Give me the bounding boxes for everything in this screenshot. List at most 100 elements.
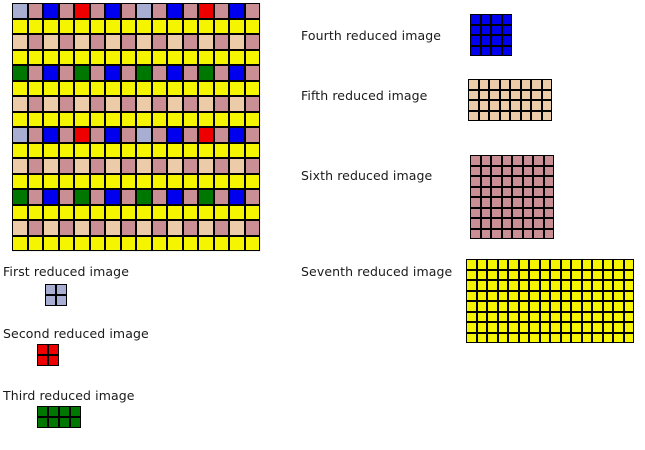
seventh-reduced-cell [571,301,582,312]
mosaic-cell [43,158,59,174]
third-reduced-cell [37,417,48,428]
mosaic-cell [151,173,167,189]
seventh-reduced-cell [476,290,487,301]
mosaic-cell [244,3,260,19]
mosaic-cell [27,189,43,205]
mosaic-cell [43,34,59,50]
mosaic-cell [167,142,183,158]
fifth-reduced-cell [489,89,500,100]
seventh-reduced-cell [550,322,561,333]
mosaic-cell [213,111,229,127]
seventh-reduced-cell [581,301,592,312]
sixth-reduced-cell [533,186,544,197]
fourth-reduced-cell [480,35,491,46]
seventh-reduced-cell [508,290,519,301]
seventh-reduced-cell [560,280,571,291]
fifth-reduced-image-grid [468,79,552,121]
mosaic-cell [89,96,105,112]
fourth-reduced-cell [501,24,512,35]
seventh-reduced-cell [476,301,487,312]
seventh-reduced-cell [476,311,487,322]
mosaic-cell [120,111,136,127]
fifth-reduced-cell [478,100,489,111]
seventh-reduced-cell [497,322,508,333]
mosaic-cell [74,220,90,236]
mosaic-cell [74,96,90,112]
mosaic-cell [43,204,59,220]
sixth-reduced-cell [491,176,502,187]
mosaic-cell [89,3,105,19]
mosaic-cell [58,96,74,112]
seventh-reduced-cell [581,280,592,291]
mosaic-cell [12,189,28,205]
seventh-reduced-cell [550,332,561,343]
seventh-reduced-cell [466,259,477,270]
seventh-reduced-cell [581,322,592,333]
mosaic-cell [167,204,183,220]
mosaic-cell [136,65,152,81]
mosaic-cell [182,235,198,251]
mosaic-cell [182,65,198,81]
sixth-reduced-cell [480,228,491,239]
mosaic-cell [74,18,90,34]
seventh-reduced-cell [571,322,582,333]
mosaic-cell [74,3,90,19]
seventh-reduced-cell [613,311,624,322]
mosaic-cell [89,142,105,158]
mosaic-cell [58,18,74,34]
seventh-reduced-cell [529,269,540,280]
mosaic-cell [213,127,229,143]
sixth-reduced-cell [522,176,533,187]
sixth-reduced-cell [480,155,491,166]
fifth-reduced-cell [489,110,500,121]
sixth-reduced-cell [522,155,533,166]
fifth-reduced-cell [510,79,521,90]
mosaic-cell [244,127,260,143]
mosaic-cell [105,3,121,19]
mosaic-cell [58,127,74,143]
seventh-reduced-cell [518,269,529,280]
mosaic-cell [89,173,105,189]
second-reduced-image-grid [37,344,59,366]
mosaic-cell [182,127,198,143]
mosaic-cell [151,189,167,205]
mosaic-cell [213,49,229,65]
sixth-reduced-cell [470,197,481,208]
sixth-reduced-cell [470,207,481,218]
seventh-reduced-cell [623,322,634,333]
seventh-reduced-cell [571,269,582,280]
fourth-reduced-cell [470,45,481,56]
sixth-reduced-cell [543,186,554,197]
seventh-reduced-cell [592,290,603,301]
mosaic-cell [120,158,136,174]
seventh-reduced-cell [518,311,529,322]
mosaic-cell [198,142,214,158]
sixth-reduced-cell [512,155,523,166]
seventh-reduced-cell [497,311,508,322]
seventh-reduced-cell [518,259,529,270]
seventh-reduced-cell [550,290,561,301]
first-reduced-cell [45,284,56,295]
fourth-reduced-cell [501,45,512,56]
sixth-reduced-cell [512,165,523,176]
mosaic-cell [244,65,260,81]
seventh-reduced-cell [560,332,571,343]
mosaic-cell [120,127,136,143]
sixth-reduced-cell [470,218,481,229]
second-reduced-cell [37,355,48,366]
mosaic-cell [198,127,214,143]
mosaic-cell [58,80,74,96]
mosaic-cell [182,96,198,112]
mosaic-cell [12,65,28,81]
fifth-reduced-cell [510,110,521,121]
fifth-reduced-cell [468,89,479,100]
mosaic-cell [167,18,183,34]
mosaic-cell [105,189,121,205]
seventh-reduced-cell [571,259,582,270]
fifth-reduced-cell [520,110,531,121]
mosaic-cell [27,80,43,96]
mosaic-cell [213,18,229,34]
seventh-reduced-cell [529,290,540,301]
seventh-reduced-cell [581,332,592,343]
mosaic-cell [182,49,198,65]
